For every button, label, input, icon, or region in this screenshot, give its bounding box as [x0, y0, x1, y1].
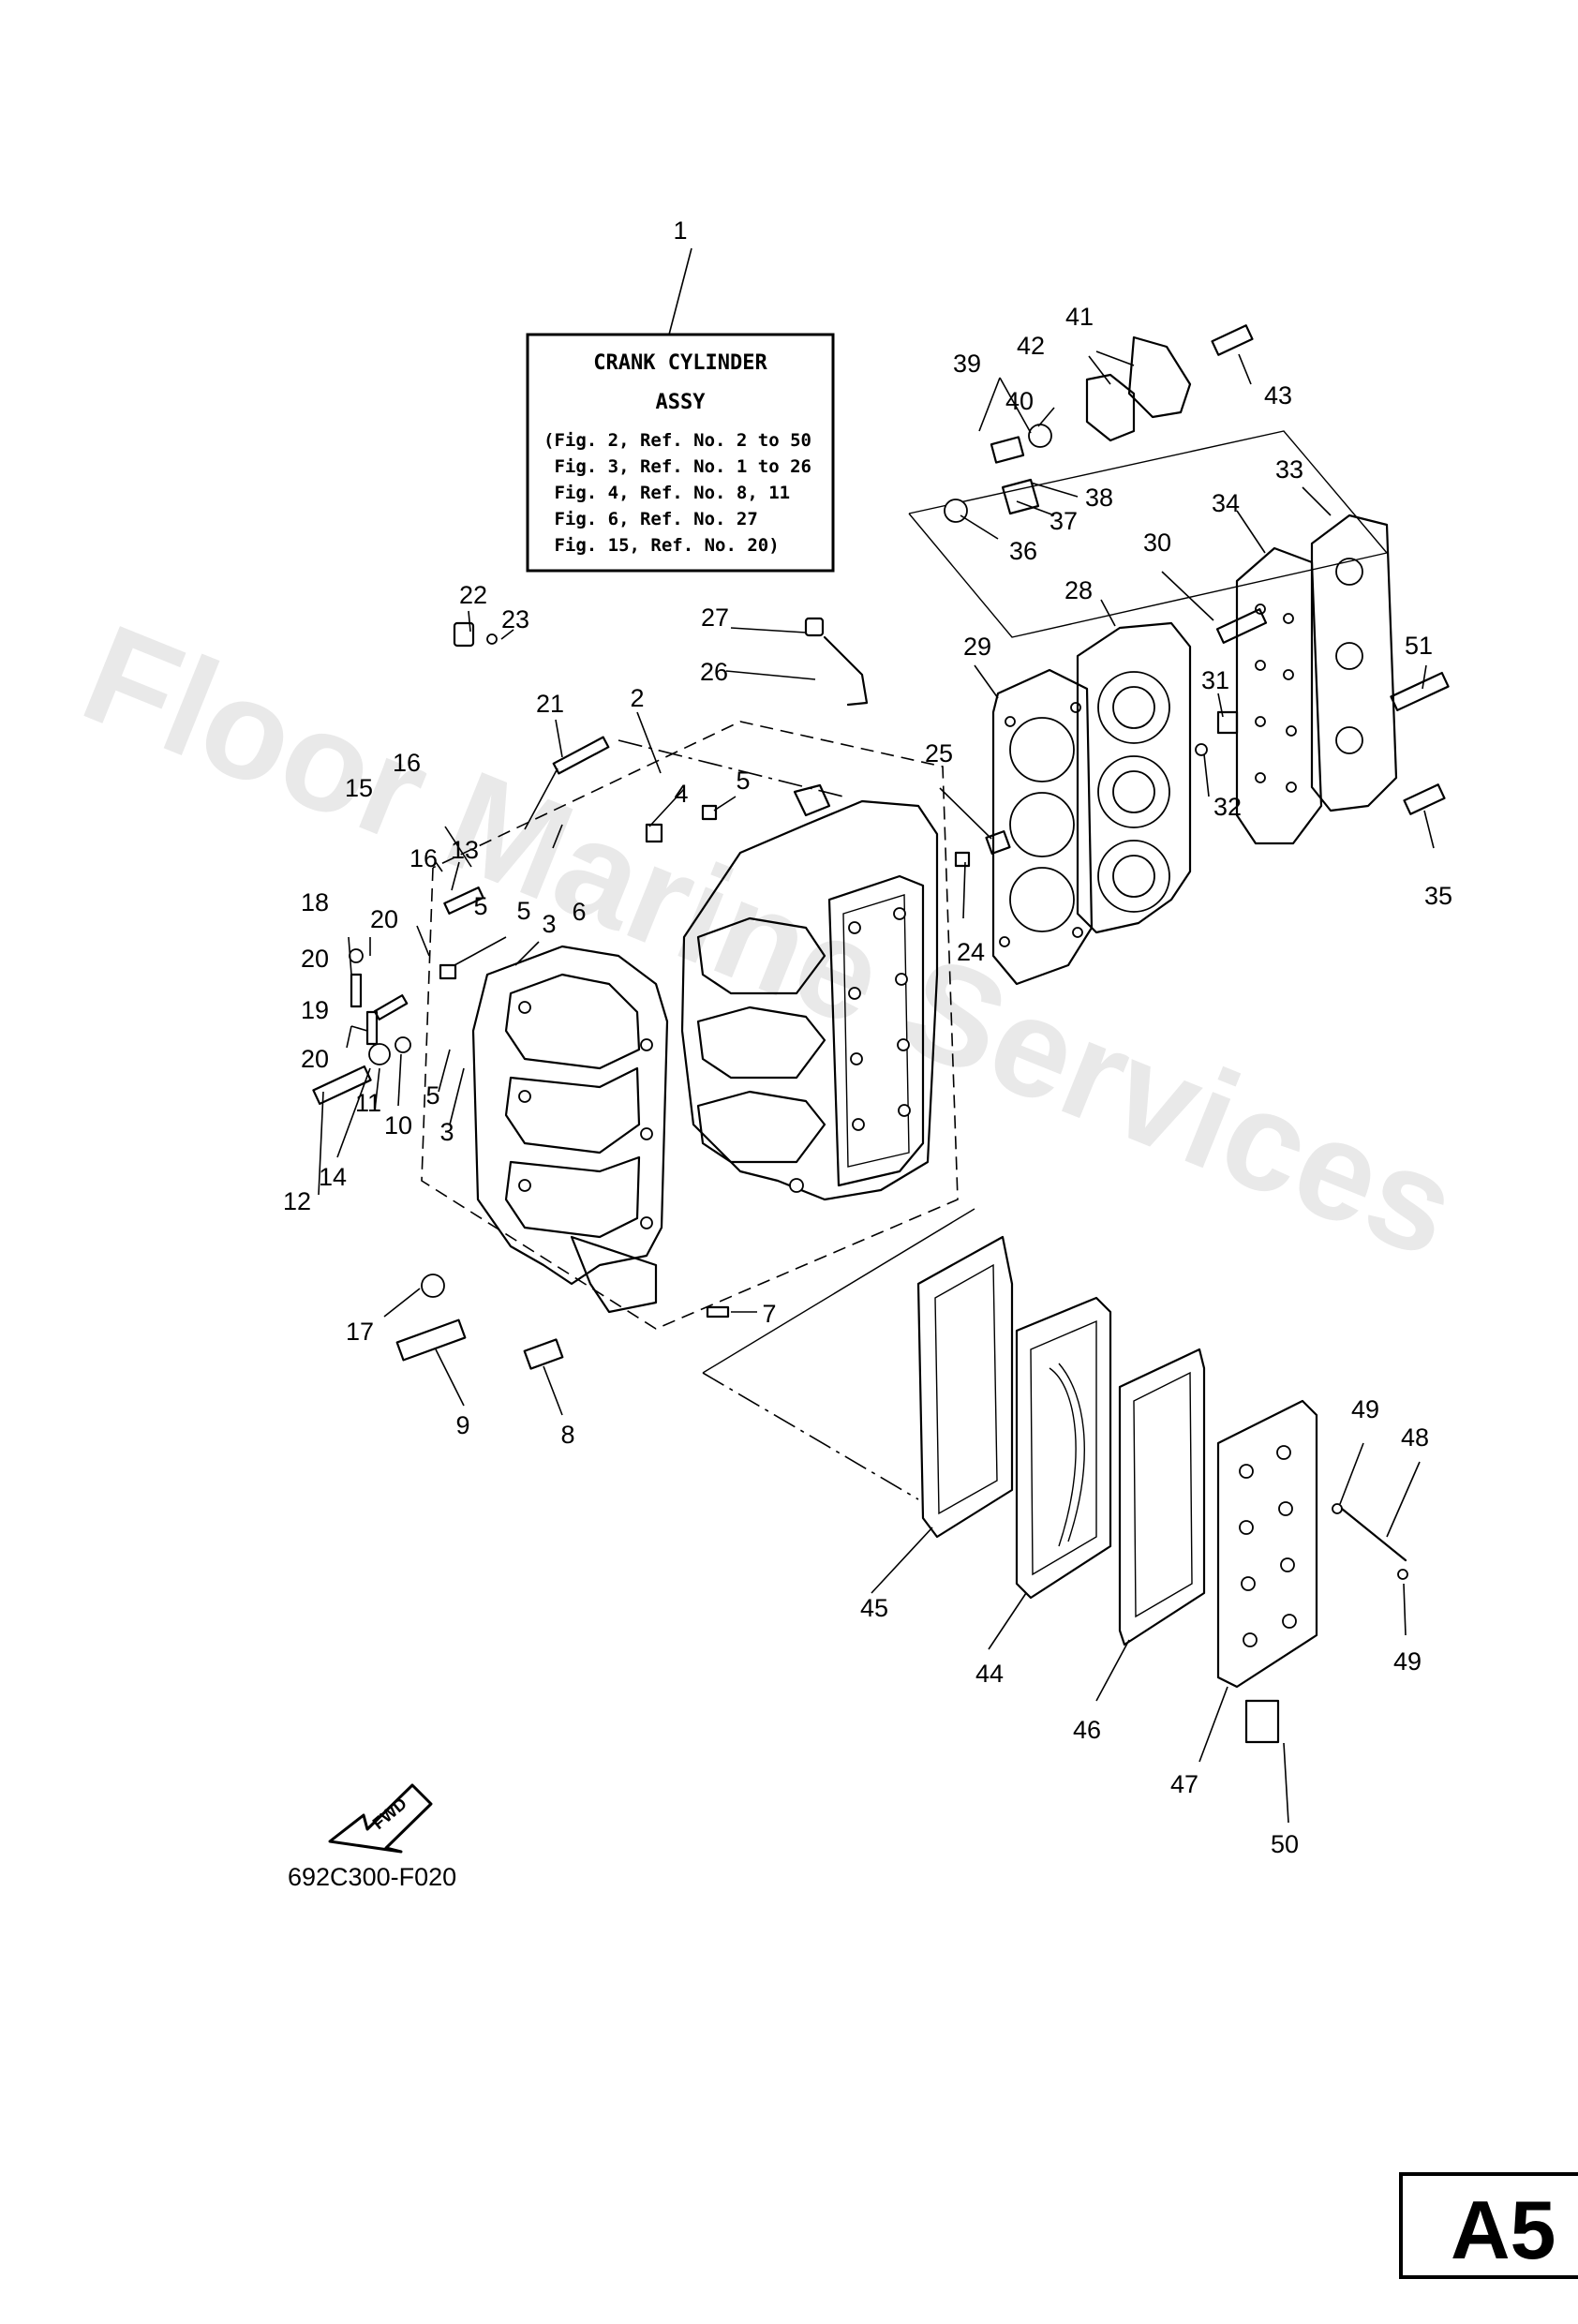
head-cover-gasket: [1235, 546, 1323, 845]
forward-direction-arrow: FWD: [328, 1783, 433, 1854]
ref-number: 25: [925, 739, 953, 767]
ref-number: 28: [1064, 576, 1093, 604]
thermostat-assembly: [908, 335, 1389, 638]
ref-number: 18: [301, 888, 329, 916]
ref-number: 23: [501, 605, 529, 633]
ref-number: 39: [953, 350, 981, 378]
assembly-info-box: CRANK CYLINDER ASSY (Fig. 2, Ref. No. 2 …: [526, 247, 835, 573]
cylinder-head: [1076, 621, 1192, 934]
exhaust-cover-47: [1216, 1399, 1318, 1689]
ref-number: 20: [301, 945, 329, 973]
exhaust-guide-44: [1015, 1296, 1112, 1600]
ref-number: 8: [560, 1421, 574, 1449]
ref-number: 24: [957, 938, 985, 966]
ref-number: 38: [1085, 484, 1113, 512]
ref-number: 30: [1143, 529, 1171, 557]
ref-number: 27: [701, 603, 729, 632]
ref-number: 10: [384, 1111, 412, 1140]
ref-number: 49: [1393, 1647, 1422, 1676]
assembly-ref-line: Fig. 6, Ref. No. 27: [543, 509, 758, 529]
watermark: Floor Marine Services: [64, 594, 1477, 1288]
ref-number: 35: [1424, 882, 1452, 910]
ref-number: 29: [963, 633, 991, 661]
ref-number: 2: [630, 684, 644, 712]
crankcase-half: [471, 945, 669, 1314]
ref-number: 31: [1201, 666, 1229, 694]
page-tag: A5: [1399, 2172, 1578, 2279]
assembly-subtitle: ASSY: [656, 391, 707, 414]
ref-number: 37: [1050, 507, 1078, 535]
ref-number: 5: [736, 767, 750, 795]
ref-number: 22: [459, 581, 487, 609]
leader-lines: [318, 350, 1435, 1824]
drawing-code: 692C300-F020: [288, 1863, 456, 1891]
fasteners: [312, 324, 1450, 1744]
ref-number: 42: [1017, 332, 1045, 360]
ref-number: 4: [674, 780, 688, 808]
page-tag-label: A5: [1451, 2183, 1556, 2276]
assembly-ref-line: Fig. 3, Ref. No. 1 to 26: [543, 456, 811, 477]
ref-number: 47: [1170, 1770, 1198, 1798]
assembly-outline: [421, 721, 959, 1330]
ref-number: 20: [370, 905, 398, 933]
ref-number: 19: [301, 996, 329, 1024]
ref-number: 36: [1009, 537, 1037, 565]
cylinder-block: [680, 783, 939, 1201]
ref-number: 26: [700, 658, 728, 686]
ref-number: 13: [451, 836, 479, 864]
ref-number: 16: [393, 749, 421, 777]
ref-number: 3: [439, 1118, 454, 1146]
ref-number: 41: [1065, 303, 1094, 331]
ref-number: 45: [860, 1594, 888, 1622]
ref-number: 40: [1005, 387, 1034, 415]
assembly-ref-line: Fig. 15, Ref. No. 20): [543, 535, 780, 556]
ref-number: 34: [1212, 489, 1240, 517]
ref-number: 33: [1275, 455, 1303, 484]
ref-number: 1: [673, 216, 687, 245]
ref-number: 21: [536, 690, 564, 718]
ref-number: 15: [345, 774, 373, 802]
ref-number: 48: [1401, 1423, 1429, 1452]
ref-number: 5: [473, 892, 487, 920]
reference-numbers: 1 2 3 3 4 5 5 5 5 6 7 8 9 10 11 12 13 14…: [283, 216, 1452, 1858]
ref-number: 5: [516, 897, 530, 925]
ref-number: 51: [1405, 632, 1433, 660]
assembly-title: CRANK CYLINDER: [593, 351, 767, 375]
exhaust-cover-group: [702, 1208, 1318, 1689]
ref-number: 20: [301, 1045, 329, 1073]
ref-number: 3: [542, 910, 556, 938]
ref-number: 12: [283, 1187, 311, 1215]
ref-number: 16: [409, 844, 438, 872]
ref-number: 49: [1351, 1395, 1379, 1423]
ref-number: 44: [975, 1660, 1004, 1688]
ref-number: 50: [1271, 1830, 1299, 1858]
ref-number: 14: [319, 1163, 347, 1191]
ref-number: 5: [425, 1081, 439, 1110]
ref-number: 46: [1073, 1716, 1101, 1744]
exhaust-gasket-45: [916, 1235, 1014, 1539]
head-gasket: [991, 668, 1094, 986]
ref-number: 9: [455, 1411, 469, 1439]
ref-number: 43: [1264, 381, 1292, 410]
ref-number: 17: [346, 1318, 374, 1346]
exhaust-gasket-46: [1118, 1348, 1206, 1646]
ref-number: 32: [1213, 793, 1242, 821]
ref-number: 11: [355, 1089, 381, 1117]
assembly-ref-line: (Fig. 2, Ref. No. 2 to 50: [543, 430, 811, 451]
ref-number: 7: [762, 1300, 776, 1328]
assembly-ref-line: Fig. 4, Ref. No. 8, 11: [543, 483, 790, 503]
ref-number: 6: [572, 898, 586, 926]
